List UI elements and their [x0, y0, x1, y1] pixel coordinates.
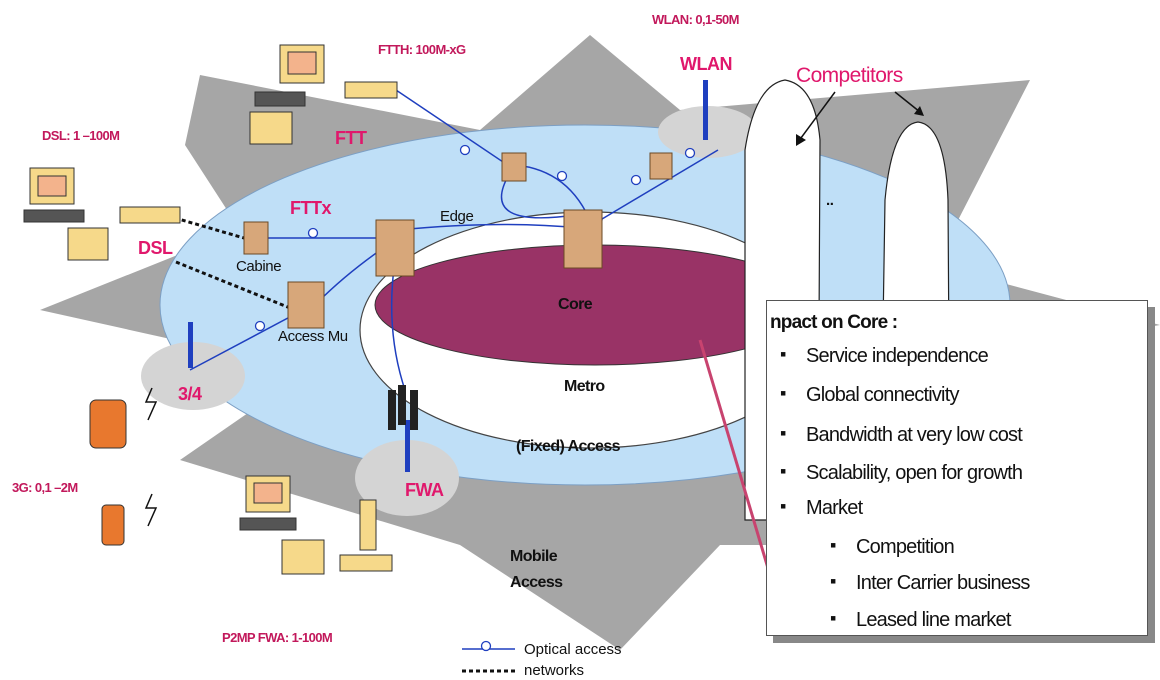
fixed-access-label: (Fixed) Access — [516, 438, 621, 455]
core-label: Core — [558, 296, 593, 313]
dsl-speed-label: DSL: 1 –100M — [42, 128, 120, 143]
wlan-label: WLAN — [680, 54, 732, 74]
edge-label: Edge — [440, 208, 474, 225]
3-4-label: 3/4 — [178, 384, 202, 404]
dsl-copper-lines — [174, 216, 291, 310]
legend-networks-label: networks — [524, 662, 585, 679]
user-terminals — [23, 44, 398, 575]
mobile-cell — [141, 342, 245, 410]
network-elements — [243, 152, 673, 329]
radio-bolts — [144, 387, 158, 527]
impact-item: Market — [780, 496, 863, 520]
p2mp-speed-label: P2MP FWA: 1-100M — [222, 630, 333, 645]
legend-optical-label: Optical access — [524, 641, 622, 658]
dots-label: .. — [826, 192, 834, 209]
ftt-label: FTT — [335, 128, 367, 148]
impact-item: Service independence — [780, 344, 989, 368]
competitor-arrowhead-2 — [914, 106, 924, 116]
wlan-speed-label: WLAN: 0,1-50M — [652, 12, 739, 27]
mobile-access-label-line1: Mobile — [510, 548, 558, 565]
impact-item: Scalability, open for growth — [780, 461, 1023, 485]
competitor-arrow-2 — [894, 91, 921, 113]
impact-item: Global connectivity — [780, 383, 959, 407]
ftth-speed-label: FTTH: 100M-xG — [378, 42, 466, 57]
impact-sub-item: Inter Carrier business — [830, 571, 1030, 595]
dsl-label: DSL — [138, 238, 173, 258]
impact-sub-item: Competition — [830, 535, 955, 559]
fttx-label: FTTx — [290, 198, 332, 218]
cabinet-label: Cabine — [236, 258, 282, 275]
access-mux-label: Access Mu — [278, 328, 348, 345]
antennas — [188, 80, 708, 472]
fwa-cell — [355, 440, 459, 516]
legend-optical-marker — [480, 640, 492, 652]
mobile-access-label-line2: Access — [510, 574, 563, 591]
impact-item: Bandwidth at very low cost — [780, 423, 1023, 447]
fwa-mast — [388, 385, 418, 430]
metro-label: Metro — [564, 378, 605, 395]
impact-sub-item: Leased line market — [830, 608, 1011, 632]
fwa-label: FWA — [405, 480, 444, 500]
3g-speed-label: 3G: 0,1 –2M — [12, 480, 78, 495]
link-markers — [254, 144, 696, 332]
impact-title: npact on Core : — [770, 312, 898, 333]
competitor-arrowhead-1 — [796, 134, 806, 146]
competitors-label: Competitors — [796, 64, 903, 87]
competitor-arrow-1 — [797, 91, 836, 143]
core-pointer-line — [698, 339, 772, 576]
